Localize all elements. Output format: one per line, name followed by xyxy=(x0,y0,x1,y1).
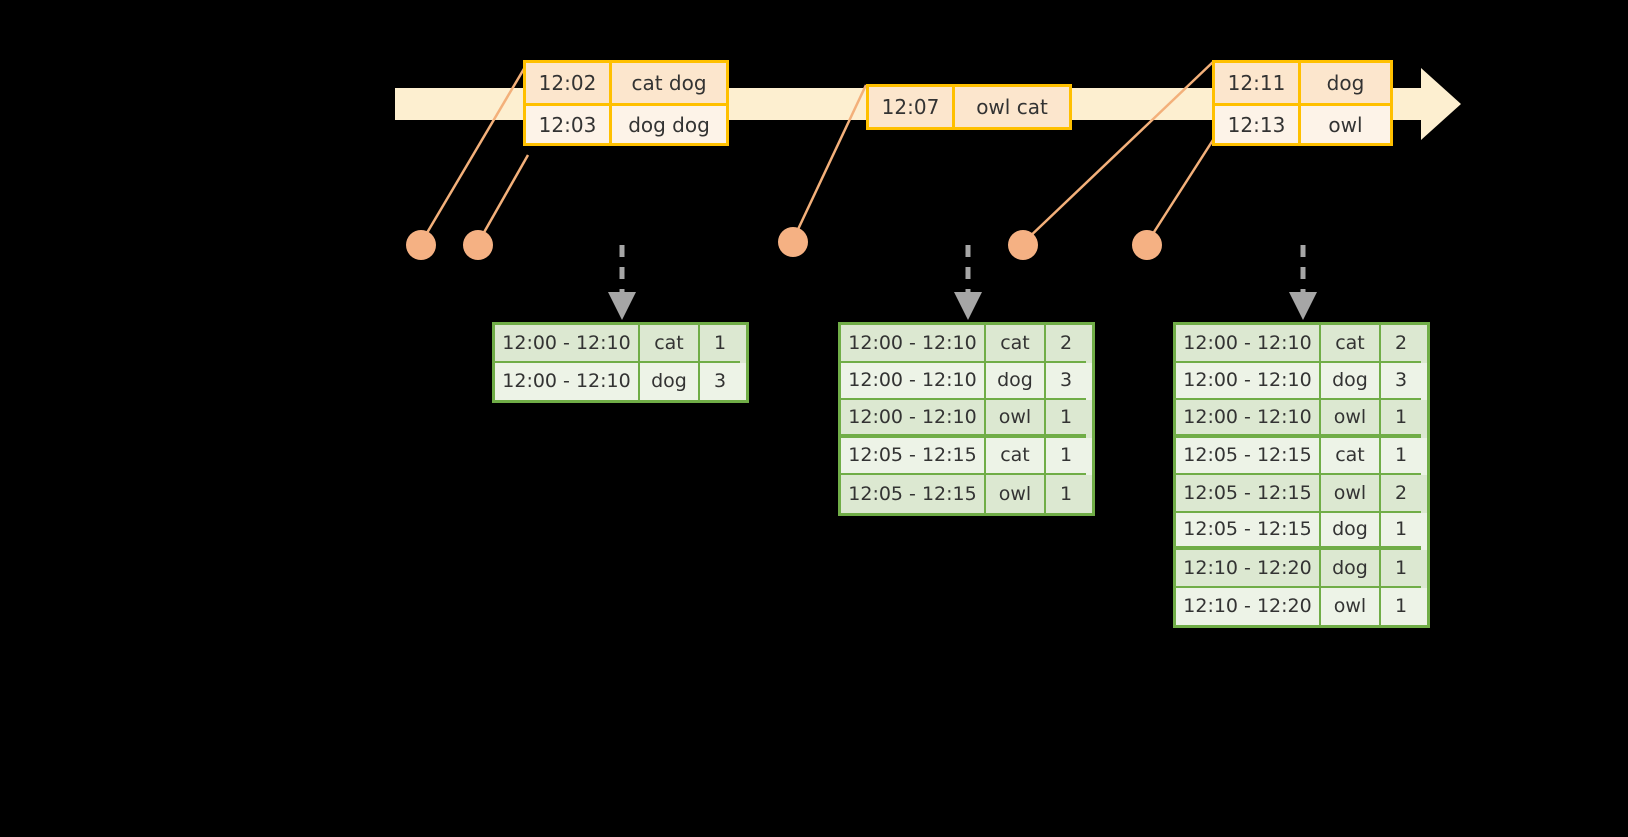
event-time: 12:11 xyxy=(1215,63,1301,103)
cell-key: cat xyxy=(1321,325,1381,363)
arrowhead-2 xyxy=(954,292,982,320)
dot-12-07 xyxy=(778,227,808,257)
event-dots xyxy=(406,227,1162,260)
table-row[interactable]: 12:05 - 12:15 owl 2 xyxy=(1176,475,1427,513)
event-row[interactable]: 12:02 cat dog xyxy=(526,63,726,103)
cell-window: 12:05 - 12:15 xyxy=(841,475,986,513)
event-words: dog dog xyxy=(628,112,710,137)
table-row[interactable]: 12:00 - 12:10 owl 1 xyxy=(841,400,1092,438)
cell-count: 2 xyxy=(1381,475,1421,513)
cell-count: 3 xyxy=(713,370,727,393)
table-row[interactable]: 12:00 - 12:10 dog 3 xyxy=(1176,362,1427,400)
cell-key: dog xyxy=(640,362,700,400)
event-row[interactable]: 12:07 owl cat xyxy=(869,87,1069,127)
cell-key: cat xyxy=(986,437,1046,475)
cell-window: 12:05 - 12:15 xyxy=(841,437,986,475)
table-row[interactable]: 12:00 - 12:10 cat 1 xyxy=(495,325,746,363)
event-row[interactable]: 12:11 dog xyxy=(1215,63,1390,103)
cell-window: 12:00 - 12:10 xyxy=(1176,400,1321,438)
cell-key: cat xyxy=(986,325,1046,363)
table-row[interactable]: 12:10 - 12:20 owl 1 xyxy=(1176,587,1427,625)
table-row[interactable]: 12:05 - 12:15 dog 1 xyxy=(1176,512,1427,550)
cell-count: 1 xyxy=(1381,400,1421,438)
cell-count: 1 xyxy=(1381,550,1421,588)
table-row[interactable]: 12:10 - 12:20 dog 1 xyxy=(1176,550,1427,588)
event-words: owl cat xyxy=(976,95,1048,119)
cell-window: 12:05 - 12:15 xyxy=(1176,475,1321,513)
table-row[interactable]: 12:00 - 12:10 dog 3 xyxy=(495,362,746,400)
table-row[interactable]: 12:00 - 12:10 owl 1 xyxy=(1176,400,1427,438)
cell-key: owl xyxy=(1321,587,1381,625)
cell-count: 3 xyxy=(1046,363,1086,400)
cell-window: 12:00 - 12:10 xyxy=(495,325,640,363)
cell-window: 12:00 - 12:10 xyxy=(1176,325,1321,363)
cell-window: 12:00 - 12:10 xyxy=(1176,362,1321,400)
table-row[interactable]: 12:00 - 12:10 cat 2 xyxy=(841,325,1092,363)
dot-12-13 xyxy=(1132,230,1162,260)
event-group-3[interactable]: 12:11 dog 12:13 owl xyxy=(1212,60,1393,146)
cell-count: 2 xyxy=(1381,325,1421,363)
event-words: owl xyxy=(1328,112,1363,137)
event-words: cat dog xyxy=(631,71,707,95)
cell-count: 1 xyxy=(1394,595,1408,618)
event-row[interactable]: 12:03 dog dog xyxy=(526,103,726,143)
event-words: dog xyxy=(1326,71,1365,95)
table-row[interactable]: 12:00 - 12:10 dog 3 xyxy=(841,362,1092,400)
cell-count: 1 xyxy=(1046,400,1086,438)
cell-window: 12:10 - 12:20 xyxy=(1176,587,1321,625)
event-group-1[interactable]: 12:02 cat dog 12:03 dog dog xyxy=(523,60,729,146)
table-row[interactable]: 12:00 - 12:10 cat 2 xyxy=(1176,325,1427,363)
cell-key: owl xyxy=(1321,475,1381,513)
cell-window: 12:00 - 12:10 xyxy=(841,325,986,363)
cell-key: cat xyxy=(1321,437,1381,475)
cell-count: 1 xyxy=(1381,438,1421,475)
cell-count: 1 xyxy=(1046,438,1086,475)
cell-key: owl xyxy=(1321,400,1381,438)
cell-window: 12:00 - 12:10 xyxy=(841,400,986,438)
cell-key: owl xyxy=(986,400,1046,438)
cell-key: dog xyxy=(986,362,1046,400)
table-row[interactable]: 12:05 - 12:15 owl 1 xyxy=(841,475,1092,513)
event-time: 12:07 xyxy=(869,87,955,127)
dot-12-11 xyxy=(1008,230,1038,260)
cell-key: cat xyxy=(640,325,700,363)
connector-12-07 xyxy=(791,84,868,241)
cell-key: owl xyxy=(986,475,1046,513)
event-time: 12:03 xyxy=(526,106,612,143)
cell-count: 1 xyxy=(1059,482,1073,505)
cell-count: 1 xyxy=(700,325,740,363)
connector-12-03 xyxy=(476,154,530,244)
table-row[interactable]: 12:05 - 12:15 cat 1 xyxy=(1176,437,1427,475)
event-row[interactable]: 12:13 owl xyxy=(1215,103,1390,143)
table-row[interactable]: 12:05 - 12:15 cat 1 xyxy=(841,437,1092,475)
flow-arrows xyxy=(608,245,1317,320)
cell-key: dog xyxy=(1321,362,1381,400)
event-time: 12:13 xyxy=(1215,106,1301,143)
dot-12-03 xyxy=(463,230,493,260)
cell-count: 1 xyxy=(1381,513,1421,550)
arrowhead-1 xyxy=(608,292,636,320)
result-table-2[interactable]: 12:00 - 12:10 cat 2 12:00 - 12:10 dog 3 … xyxy=(838,322,1095,516)
cell-window: 12:05 - 12:15 xyxy=(1176,512,1321,550)
cell-window: 12:10 - 12:20 xyxy=(1176,550,1321,588)
connector-12-02 xyxy=(419,61,530,244)
arrowhead-3 xyxy=(1289,292,1317,320)
event-group-2[interactable]: 12:07 owl cat xyxy=(866,84,1072,130)
cell-key: dog xyxy=(1321,550,1381,588)
cell-count: 2 xyxy=(1046,325,1086,363)
cell-count: 3 xyxy=(1381,363,1421,400)
dot-12-02 xyxy=(406,230,436,260)
connector-12-13 xyxy=(1145,139,1215,244)
cell-window: 12:00 - 12:10 xyxy=(841,362,986,400)
event-time: 12:02 xyxy=(526,63,612,103)
cell-window: 12:05 - 12:15 xyxy=(1176,437,1321,475)
cell-window: 12:00 - 12:10 xyxy=(495,362,640,400)
result-table-1[interactable]: 12:00 - 12:10 cat 1 12:00 - 12:10 dog 3 xyxy=(492,322,749,403)
result-table-3[interactable]: 12:00 - 12:10 cat 2 12:00 - 12:10 dog 3 … xyxy=(1173,322,1430,628)
cell-key: dog xyxy=(1321,512,1381,550)
